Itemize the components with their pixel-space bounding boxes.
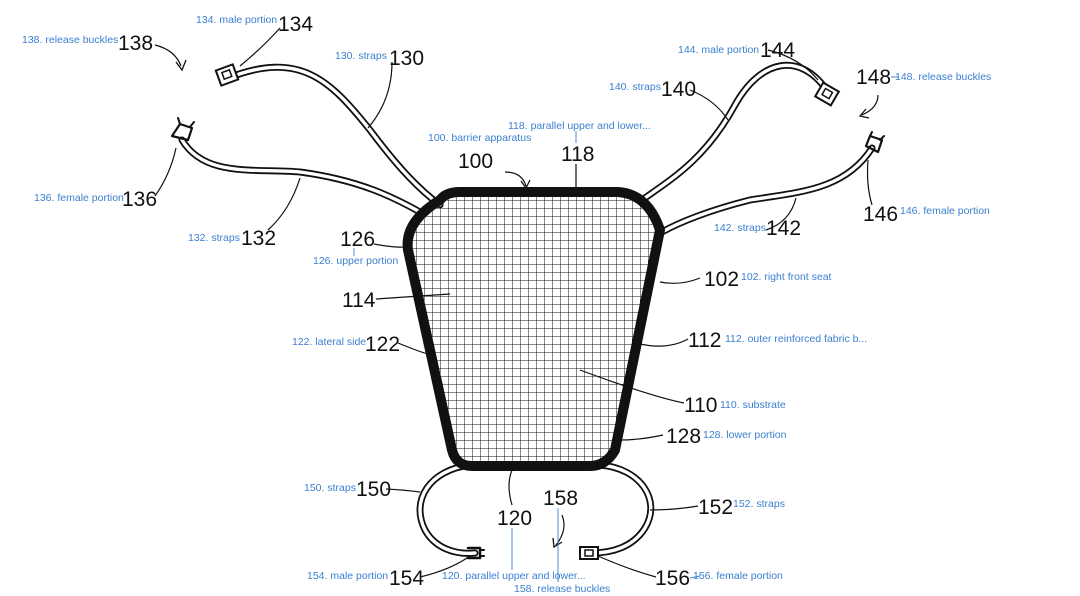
numeral-126: 126 bbox=[340, 228, 375, 251]
barrier-panel bbox=[402, 187, 665, 471]
numeral-150: 150 bbox=[356, 478, 391, 501]
label-128: 128. lower portion bbox=[703, 429, 787, 441]
female-buckle-146 bbox=[864, 131, 885, 154]
numeral-154: 154 bbox=[389, 567, 424, 590]
female-buckle-136 bbox=[170, 117, 195, 142]
numeral-130: 130 bbox=[389, 47, 424, 70]
numeral-144: 144 bbox=[760, 39, 795, 62]
lower-straps bbox=[416, 461, 655, 557]
label-144: 144. male portion bbox=[678, 44, 759, 56]
numeral-152: 152 bbox=[698, 496, 733, 519]
label-146: 146. female portion bbox=[900, 205, 990, 217]
arrow-100 bbox=[504, 171, 531, 190]
numeral-114: 114 bbox=[342, 289, 376, 312]
numeral-134: 134 bbox=[278, 13, 313, 36]
numeral-120: 120 bbox=[497, 507, 532, 530]
label-148: 148. release buckles bbox=[895, 71, 991, 83]
numeral-140: 140 bbox=[661, 78, 696, 101]
label-132: 132. straps bbox=[188, 232, 240, 244]
callout-labels: 138. release buckles 134. male portion 1… bbox=[22, 14, 991, 595]
numeral-136: 136 bbox=[122, 188, 157, 211]
male-buckle-154 bbox=[466, 546, 485, 560]
numeral-128: 128 bbox=[666, 425, 701, 448]
male-buckle-134 bbox=[214, 63, 240, 87]
numeral-148: 148 bbox=[856, 66, 891, 89]
label-134: 134. male portion bbox=[196, 14, 277, 26]
arrow-138 bbox=[154, 44, 187, 72]
label-110: 110. substrate bbox=[720, 399, 786, 411]
numeral-100: 100 bbox=[458, 150, 493, 173]
arrow-148 bbox=[858, 94, 879, 119]
arrow-158 bbox=[552, 514, 565, 549]
label-100: 100. barrier apparatus bbox=[428, 132, 531, 144]
numeral-122: 122 bbox=[365, 333, 400, 356]
label-150: 150. straps bbox=[304, 482, 356, 494]
numeral-110: 110 bbox=[684, 394, 717, 417]
label-112: 112. outer reinforced fabric b... bbox=[725, 333, 867, 345]
label-130: 130. straps bbox=[335, 50, 387, 62]
label-140: 140. straps bbox=[609, 81, 661, 93]
label-120: 120. parallel upper and lower... bbox=[442, 570, 586, 582]
numeral-132: 132 bbox=[241, 227, 276, 250]
label-118: 118. parallel upper and lower... bbox=[508, 120, 651, 132]
label-154: 154. male portion bbox=[307, 570, 388, 582]
numeral-102: 102 bbox=[704, 268, 739, 291]
label-102: 102. right front seat bbox=[741, 271, 832, 283]
numeral-142: 142 bbox=[766, 217, 801, 240]
label-leader-lines bbox=[353, 76, 899, 582]
numeral-112: 112 bbox=[688, 329, 721, 352]
label-142: 142. straps bbox=[714, 222, 766, 234]
numeral-146: 146 bbox=[863, 203, 898, 226]
label-156: 156. female portion bbox=[693, 570, 783, 582]
label-158: 158. release buckles bbox=[514, 583, 610, 595]
label-136: 136. female portion bbox=[34, 192, 124, 204]
label-126: 126. upper portion bbox=[313, 255, 398, 267]
numeral-158: 158 bbox=[543, 487, 578, 510]
numeral-138: 138 bbox=[118, 32, 153, 55]
label-138: 138. release buckles bbox=[22, 34, 118, 46]
reference-numerals: 138 134 130 136 132 126 114 122 100 118 … bbox=[118, 13, 898, 590]
numeral-156: 156 bbox=[655, 567, 690, 590]
male-buckle-144 bbox=[813, 81, 841, 107]
upper-right-straps bbox=[638, 61, 876, 236]
female-buckle-156 bbox=[579, 546, 599, 560]
label-152: 152. straps bbox=[733, 498, 785, 510]
leader-lines bbox=[154, 27, 873, 578]
numeral-118: 118 bbox=[561, 143, 594, 166]
upper-left-straps bbox=[178, 63, 444, 216]
label-122: 122. lateral side bbox=[292, 336, 366, 348]
